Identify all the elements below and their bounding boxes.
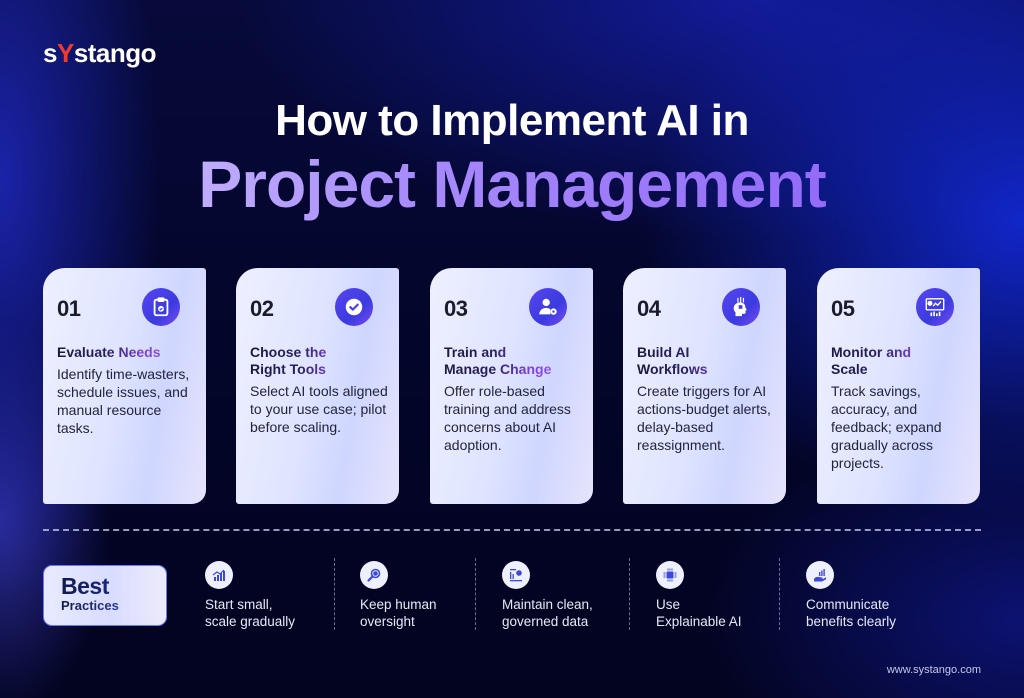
user-gear-icon <box>529 288 567 326</box>
step-description: Track savings, accuracy, and feedback; e… <box>831 383 942 471</box>
practice-item-3: Maintain clean, governed data <box>502 561 593 630</box>
vertical-separator <box>629 558 630 630</box>
practice-text-line1: Maintain clean, <box>502 597 593 612</box>
clipboard-check-icon <box>142 288 180 326</box>
best-practices-label-line2: Practices <box>61 598 166 614</box>
website-link[interactable]: www.systango.com <box>886 664 981 676</box>
step-heading: Build AI Workflows <box>637 344 749 378</box>
step-heading: Choose the Right Tools <box>250 344 362 378</box>
check-circle-icon <box>335 288 373 326</box>
systango-logo: sYstango <box>43 38 157 69</box>
practice-text-line2: benefits clearly <box>806 614 897 629</box>
logo-text-post: stango <box>73 38 157 68</box>
step-number: 03 <box>444 296 468 321</box>
page-title-line1: How to Implement AI in <box>275 96 749 145</box>
vertical-separator <box>779 558 780 630</box>
vertical-separator <box>475 558 476 630</box>
step-heading: Monitor and Scale <box>831 344 943 378</box>
practice-text-line2: scale gradually <box>205 614 296 629</box>
magnifier-eye-icon <box>360 561 388 589</box>
best-practices-label-line1: Best <box>61 574 166 598</box>
step-number: 01 <box>57 296 81 321</box>
step-description: Identify time-wasters, schedule issues, … <box>57 366 190 436</box>
step-card-2: 02 Choose the Right Tools Select AI tool… <box>236 268 399 504</box>
analytics-dashboard-icon <box>916 288 954 326</box>
data-report-icon <box>502 561 530 589</box>
practice-text: Keep human oversight <box>360 596 437 630</box>
practice-text-line1: Keep human <box>360 597 437 612</box>
growth-chart-icon <box>205 561 233 589</box>
logo-text-pre: s <box>43 38 57 68</box>
practice-text-line1: Start small, <box>205 597 273 612</box>
chip-icon <box>656 561 684 589</box>
dashed-divider <box>43 529 981 531</box>
logo-text-y: Y <box>56 38 74 68</box>
step-heading: Evaluate Needs <box>57 344 169 361</box>
practice-text-line2: governed data <box>502 614 589 629</box>
step-heading: Train and Manage Change <box>444 344 556 378</box>
hand-chart-icon <box>806 561 834 589</box>
best-practices-label: Best Practices <box>43 565 167 626</box>
step-card-1: 01 Evaluate Needs Identify time-wasters,… <box>43 268 206 504</box>
step-card-5: 05 Monitor and Scale Track savings, accu… <box>817 268 980 504</box>
practice-text: Start small, scale gradually <box>205 596 295 630</box>
step-number: 05 <box>831 296 855 321</box>
practice-text-line1: Communicate <box>806 597 890 612</box>
practice-item-4: Use Explainable AI <box>656 561 742 630</box>
step-card-3: 03 Train and Manage Change Offer role-ba… <box>430 268 593 504</box>
practice-text: Communicate benefits clearly <box>806 596 896 630</box>
practice-item-2: Keep human oversight <box>360 561 437 630</box>
practice-text-line2: Explainable AI <box>656 614 742 629</box>
practice-item-5: Communicate benefits clearly <box>806 561 896 630</box>
vertical-separator <box>334 558 335 630</box>
practice-text: Use Explainable AI <box>656 596 742 630</box>
step-description: Select AI tools aligned to your use case… <box>250 383 388 435</box>
step-description: Create triggers for AI actions-budget al… <box>637 383 771 453</box>
step-number: 04 <box>637 296 661 321</box>
practice-item-1: Start small, scale gradually <box>205 561 295 630</box>
page-title-line2: Project Management <box>0 146 1024 222</box>
practice-text-line1: Use <box>656 597 681 612</box>
step-card-4: 04 Build AI Workflows Create triggers fo… <box>623 268 786 504</box>
step-description: Offer role-based training and address co… <box>444 383 571 453</box>
practice-text-line2: oversight <box>360 614 415 629</box>
step-number: 02 <box>250 296 274 321</box>
practice-text: Maintain clean, governed data <box>502 596 593 630</box>
ai-head-chip-icon <box>722 288 760 326</box>
